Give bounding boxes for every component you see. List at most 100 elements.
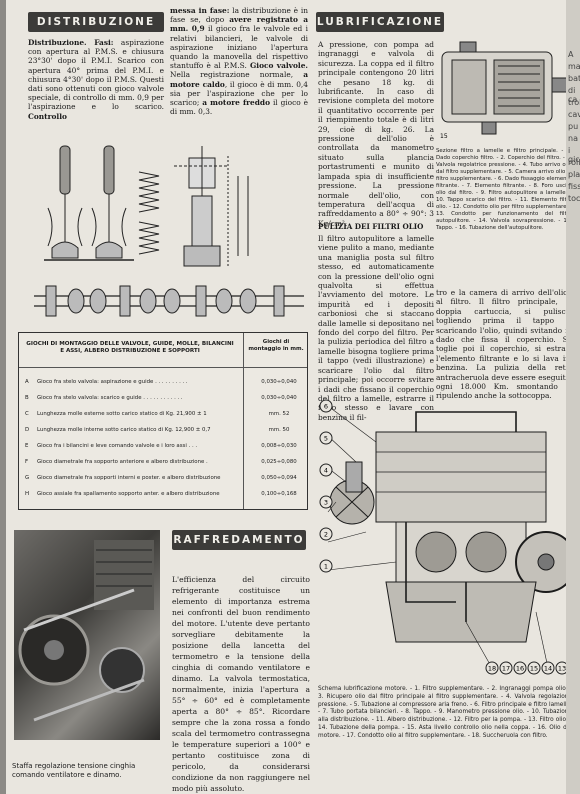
valve-diagram — [34, 145, 304, 317]
text-run: A pressione, con pompa ad ingranaggi e v… — [318, 40, 434, 228]
bold-run: avere registrato a mm. 0,9 — [170, 15, 308, 34]
diagram-callout-number-circle — [319, 431, 333, 445]
diagram-callout-number: 16 — [516, 665, 524, 673]
bold-run: messa in fase: — [170, 6, 230, 15]
row-description: Gioco fra stelo valvola: aspirazione e g… — [37, 379, 188, 385]
filter-fig-number: 15 — [440, 133, 448, 140]
strip-text: rolla — [568, 158, 580, 167]
row-key: D — [25, 427, 30, 433]
strip-text: batt — [568, 74, 580, 83]
text-run: aspirazione con apertura al P.M.S. e chi… — [28, 38, 164, 112]
text-run: il gioco è di mm. 0,3. — [170, 98, 308, 117]
strip-text: di ca — [568, 86, 578, 104]
table-row: D Lunghezza molle interne sotto carico st… — [23, 425, 305, 436]
row-value: 0,050÷0,094 — [261, 475, 297, 481]
diagram-callout-number: 17 — [502, 665, 510, 673]
row-key: B — [25, 395, 29, 401]
row-description: Lunghezza molle esterne sotto carico sta… — [37, 411, 207, 417]
table-title: GIOCHI DI MONTAGGIO DELLE VALVOLE, GUIDE… — [26, 341, 234, 354]
text-run: la distribuzione è in fase se, dopo — [170, 6, 308, 25]
diagram-callout-number: 1 — [324, 563, 328, 571]
lubrificazione-text-col3: tro e la camera di arrivo dell'olio, al … — [436, 288, 570, 401]
row-key: E — [25, 443, 29, 449]
diagram-callout-number-circle — [319, 527, 333, 541]
diagram-callout-number-circle — [513, 661, 527, 675]
diagram-callout-number-circle — [319, 559, 333, 573]
diagram-callout-number: 3 — [324, 499, 328, 507]
diagram-callout-number-circle — [485, 661, 499, 675]
row-key: C — [25, 411, 29, 417]
strip-text: ma — [568, 62, 580, 71]
photo-caption: Staffa regolazione tensione cinghia coma… — [12, 762, 136, 779]
distribuzione-text-right: messa in fase: la distribuzione è in fas… — [170, 6, 308, 116]
strip-text: trolli — [568, 98, 580, 107]
bold-run: a motore freddo — [202, 98, 271, 108]
row-description: Gioco assiale fra spallamento sopporto a… — [37, 491, 220, 497]
diagram-callout-number-circle — [319, 399, 333, 413]
manual-page: DISTRIBUZIONE Distribuzione. Fasi: aspir… — [6, 0, 572, 794]
diagram-callout-number-circle — [499, 661, 513, 675]
row-value: 0,100÷0,168 — [261, 491, 297, 497]
table-row: H Gioco assiale fra spallamento sopporto … — [23, 489, 305, 500]
diagram-callout-number: 5 — [324, 435, 328, 443]
filter-legend: Sezione filtro a lamelle e filtro princi… — [436, 148, 572, 231]
row-description: Gioco fra i bilancini e leve comando val… — [37, 443, 198, 449]
row-description: Lunghezza molle interne sotto carico sta… — [37, 427, 211, 433]
diagram-callout-number-circle — [319, 463, 333, 477]
table-row: A Gioco fra stelo valvola: aspirazione e … — [23, 377, 305, 388]
fan-belt-photo — [14, 530, 160, 740]
row-key: A — [25, 379, 29, 385]
row-description: Gioco diametrale fra sopporto anteriore … — [37, 459, 208, 465]
row-value: 0,008÷0,030 — [261, 443, 297, 449]
text-run: il gioco fra le valvole ed i relativi bi… — [170, 24, 308, 71]
row-key: G — [25, 475, 30, 481]
row-value: 0,030÷0,040 — [261, 395, 297, 401]
row-value: mm. 52 — [268, 411, 290, 417]
strip-text: A — [568, 50, 574, 59]
bold-run: a motore caldo — [170, 70, 308, 89]
strip-text: pu — [568, 122, 579, 131]
strip-text: toc — [568, 194, 580, 203]
table-row: C Lunghezza molle esterne sotto carico st… — [23, 409, 305, 420]
table-row: F Gioco diametrale fra sopporto anteriore… — [23, 457, 305, 468]
filter-section-diagram: 15 — [440, 41, 569, 140]
clearance-table: GIOCHI DI MONTAGGIO DELLE VALVOLE, GUIDE… — [18, 332, 308, 510]
filtri-title: PULIZIA DEI FILTRI OLIO — [318, 222, 424, 231]
diagram-callout-number: 6 — [324, 403, 328, 411]
filtri-text: Il filtro autopulitore a lamelle viene p… — [318, 234, 434, 422]
strip-text: cava — [568, 110, 580, 119]
table-row: G Gioco diametrale fra sopporti interni e… — [23, 473, 305, 484]
row-value: 0,025÷0,080 — [261, 459, 297, 465]
diagram-callout-number: 4 — [324, 467, 328, 475]
row-description: Gioco fra stelo valvola: scarico e guide… — [37, 395, 183, 401]
diagram-callout-number: 18 — [488, 665, 496, 673]
diagram-callout-number: 2 — [324, 531, 328, 539]
section-banner-lubrificazione: LUBRIFICAZIONE — [316, 12, 444, 32]
text-run: , il gioco è di mm. 0,4 sia per l'aspira… — [170, 79, 308, 108]
bold-run: Gioco valvole. — [249, 61, 308, 71]
bold-run: Distribuzione. Fasi: — [28, 38, 114, 47]
diagram-callout-number-circle — [527, 661, 541, 675]
strip-text: na — [568, 134, 578, 143]
diagram-callout-number-circle — [319, 495, 333, 509]
diagram-callout-number: 13 — [558, 665, 566, 673]
table-value-header: Giochi di montaggio in mm. — [248, 339, 304, 352]
raffreddamento-text: L'efficienza del circuito refrigerante c… — [172, 575, 310, 793]
strip-text: pla — [568, 170, 580, 179]
text-run: Nella registrazione normale, — [170, 70, 304, 80]
row-value: 0,030÷0,040 — [261, 379, 297, 385]
section-banner-distribuzione: DISTRIBUZIONE — [28, 12, 164, 32]
lubrificazione-text: A pressione, con pompa ad ingranaggi e v… — [318, 40, 434, 228]
row-description: Gioco diametrale fra sopporti interni e … — [37, 475, 221, 481]
strip-text: fiss — [568, 182, 580, 191]
section-banner-raffreddamento: RAFFREDAMENTO — [172, 530, 306, 550]
strip-text: i gic — [568, 146, 580, 164]
diagram-callout-number: 14 — [544, 665, 552, 673]
bold-run: Controllo — [28, 111, 67, 121]
row-key: H — [25, 491, 30, 497]
row-value: mm. 50 — [268, 427, 290, 433]
distribuzione-text-left: Distribuzione. Fasi: aspirazione con ape… — [28, 38, 164, 121]
row-key: F — [25, 459, 29, 465]
adjacent-page-edge: Ama batt di catrolli cava pu na i gicrolla pla f… — [566, 0, 580, 794]
